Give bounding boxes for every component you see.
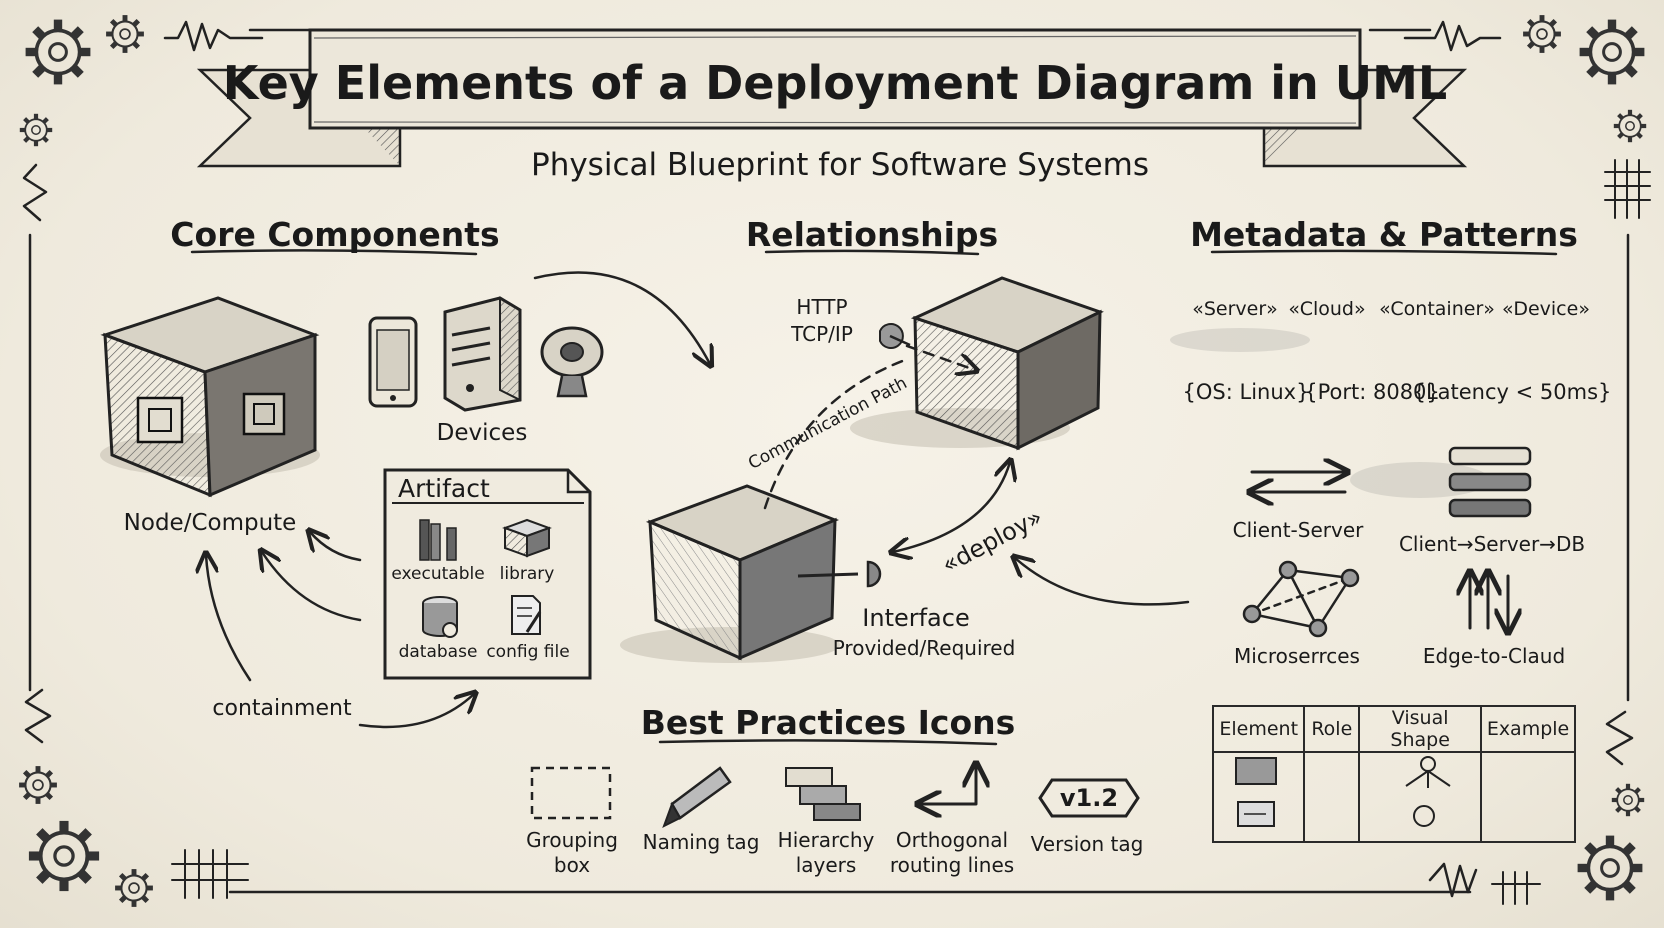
practice-label-version: Version tag — [1030, 832, 1144, 856]
pattern-edge-to-cloud: Edge-to-Claud — [1422, 644, 1566, 668]
core-arrows — [206, 271, 710, 729]
interface-label: Interface — [862, 604, 970, 632]
server-tower-icon — [443, 296, 522, 412]
section-underlines — [190, 249, 1558, 746]
protocol-label-tcpip: TCP/IP — [791, 322, 853, 346]
stereotype-cloud: «Cloud» — [1288, 298, 1366, 320]
grid-doodle — [171, 159, 1651, 905]
table-cell — [1303, 751, 1361, 843]
gear-icon — [20, 114, 52, 146]
gear-icon — [115, 869, 153, 907]
section-title-core: Core Components — [170, 215, 500, 254]
containment-label: containment — [212, 696, 352, 721]
node-cube — [100, 296, 320, 498]
pattern-microservices: Microserrces — [1234, 644, 1360, 668]
table-cell — [1480, 751, 1576, 843]
table-cell — [1358, 751, 1483, 843]
pattern-client-server: Client-Server — [1232, 518, 1364, 542]
zigzag-doodle — [22, 20, 1634, 898]
smudge — [1170, 328, 1490, 498]
practice-label-orthogonal: Orthogonal — [895, 828, 1009, 852]
tagged-value-os: {OS: Linux} — [1182, 380, 1310, 404]
gear-icon — [1612, 784, 1644, 816]
artifact-item-config-file: config file — [486, 642, 570, 662]
microservices-network-icon — [1242, 560, 1360, 638]
gear-icon — [106, 15, 144, 53]
relationship-lines — [763, 338, 1190, 606]
gear-icon — [26, 20, 91, 85]
section-title-best-practices: Best Practices Icons — [640, 703, 1016, 742]
page-subtitle: Physical Blueprint for Software Systems — [531, 147, 1149, 183]
hierarchy-layers-icon — [785, 767, 861, 821]
edge-to-cloud-arrows-icon — [1470, 574, 1508, 630]
database-icon — [422, 596, 458, 638]
interface-socket-icon — [797, 560, 882, 588]
gear-icon — [19, 766, 57, 804]
section-title-metadata: Metadata & Patterns — [1190, 215, 1578, 254]
artifact-item-library: library — [499, 564, 555, 584]
pattern-client-server-db: Client→Server→DB — [1398, 532, 1586, 556]
chip-icon — [136, 396, 184, 444]
tagged-value-port: {Port: 8080} — [1304, 380, 1440, 404]
artifact-item-database: database — [398, 642, 478, 662]
executable-icon — [419, 519, 457, 561]
practice-label-grouping: Grouping — [526, 828, 618, 852]
practice-label-hierarchy: Hierarchy — [777, 828, 875, 852]
gear-icon — [1614, 110, 1646, 142]
table-header-role: Role — [1303, 705, 1361, 753]
table-cell — [1211, 751, 1306, 843]
lollipop-interface-icon — [879, 323, 911, 349]
artifact-title: Artifact — [398, 474, 490, 503]
artifact-item-executable: executable — [391, 564, 485, 584]
interface-sublabel: Provided/Required — [832, 636, 1016, 660]
page-title: Key Elements of a Deployment Diagram in … — [222, 56, 1448, 110]
grouping-box-icon — [530, 766, 612, 820]
chip-icon — [242, 392, 286, 436]
phone-icon — [368, 316, 418, 408]
pencil-icon — [662, 766, 732, 829]
gear-icon — [1578, 836, 1643, 901]
config-file-icon — [511, 595, 542, 635]
element-comparison-table: Element Role Visual Shape Example — [1211, 705, 1576, 843]
stereotype-server: «Server» — [1192, 298, 1278, 320]
section-title-relationships: Relationships — [745, 215, 999, 254]
stack-layers-icon — [1448, 446, 1532, 518]
orthogonal-routing-icon — [920, 766, 976, 804]
version-badge-text: v1.2 — [1059, 784, 1119, 812]
version-tag-icon — [1038, 778, 1140, 818]
protocol-label-http: HTTP — [796, 295, 848, 319]
table-header-visual-shape: Visual Shape — [1358, 705, 1483, 753]
client-cube — [620, 484, 840, 663]
table-header-example: Example — [1480, 705, 1576, 753]
practice-label-orthogonal-2: routing lines — [889, 853, 1015, 877]
practice-label-hierarchy-2: layers — [795, 853, 857, 877]
title-banner — [196, 28, 1468, 168]
devices-label: Devices — [436, 420, 528, 446]
gear-icon — [29, 821, 99, 891]
library-icon — [502, 518, 552, 558]
tagged-value-latency: {Latency < 50ms} — [1412, 380, 1612, 404]
client-server-icon — [1252, 472, 1345, 492]
gear-icon — [1523, 15, 1561, 53]
stereotype-container: «Container» — [1379, 298, 1495, 320]
webcam-icon — [540, 326, 604, 398]
table-header-element: Element — [1211, 705, 1306, 753]
practice-label-grouping-2: box — [553, 853, 591, 877]
node-label: Node/Compute — [123, 510, 297, 536]
gear-icon — [1580, 20, 1645, 85]
artifact-document — [383, 468, 592, 680]
sketch-border — [28, 28, 1630, 894]
practice-label-naming: Naming tag — [642, 830, 760, 854]
stereotype-device: «Device» — [1502, 298, 1590, 320]
server-cube — [850, 276, 1104, 451]
